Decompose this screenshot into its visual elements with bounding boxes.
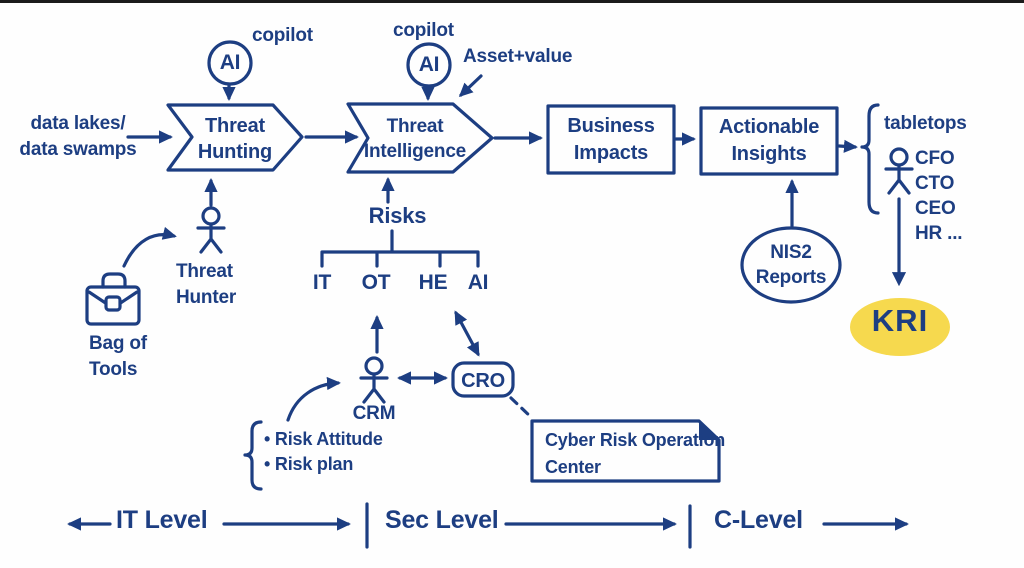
nis2-ellipse: [740, 226, 842, 304]
executive-hr: HR ...: [915, 223, 963, 244]
risk-list-brace: [243, 420, 263, 491]
bag-of-tools-label: Bag of Tools: [89, 333, 147, 380]
ai-badge-2: AI: [418, 53, 440, 76]
croc-note-fold: [699, 421, 719, 440]
croc-label: Cyber Risk Operation Center: [545, 430, 726, 477]
business-impacts-box: [546, 104, 676, 175]
business-impacts-label: Business Impacts: [567, 115, 655, 164]
crm-person-icon: [359, 356, 389, 404]
risk-category-it: IT: [312, 271, 332, 294]
sec-level-label: Sec Level: [385, 506, 499, 534]
executives-list: CFO CTO CEO HR ...: [915, 146, 963, 246]
risk-category-ot: OT: [361, 271, 391, 294]
executive-cfo: CFO: [915, 148, 955, 169]
cro-croc-dashed-link: [509, 396, 534, 420]
copilot-label-2: copilot: [393, 20, 454, 41]
threat-hunting-chevron: [166, 103, 304, 172]
tabletops-brace: [860, 103, 880, 215]
executive-person-icon: [884, 147, 914, 195]
risk-list-item-attitude: • Risk Attitude: [264, 429, 383, 449]
threat-hunting-label: Threat Hunting: [197, 115, 273, 163]
copilot-label-1: copilot: [252, 25, 313, 46]
arrow-actionable-to-tabletops: [837, 139, 858, 153]
actionable-insights-label: Actionable Insights: [718, 116, 820, 165]
risk-category-he: HE: [418, 271, 448, 294]
threat-hunter-person-icon: [196, 206, 226, 254]
ai-badge-1: AI: [219, 51, 241, 74]
it-level-label: IT Level: [116, 506, 208, 534]
risk-category-ai: AI: [467, 271, 489, 294]
executive-cto: CTO: [915, 173, 955, 194]
arrow-cro-risks-bidirectional: [454, 310, 480, 357]
cro-box: [451, 361, 515, 398]
tabletops-label: tabletops: [884, 113, 967, 134]
nis2-reports-label: NIS2 Reports: [755, 242, 827, 288]
kri-ellipse: [850, 298, 950, 356]
crm-label: CRM: [352, 403, 396, 424]
risk-list: • Risk Attitude • Risk plan: [264, 427, 383, 477]
arrow-bag-to-hunter: [122, 226, 177, 268]
asset-value-label: Asset+value: [463, 46, 573, 67]
threat-hunter-label: Threat Hunter: [176, 261, 237, 308]
data-lakes-label: data lakes/ data swamps: [19, 113, 137, 160]
cro-label: CRO: [461, 370, 505, 392]
level-axis: [67, 502, 909, 549]
c-level-label: C-Level: [714, 506, 803, 534]
risk-list-item-plan: • Risk plan: [264, 454, 354, 474]
executive-ceo: CEO: [915, 198, 956, 219]
croc-note-shape: [530, 419, 721, 483]
risks-tree-branches: [320, 250, 480, 268]
risks-label: Risks: [368, 203, 427, 228]
bag-of-tools-icon: [85, 272, 141, 326]
actionable-insights-box: [699, 106, 839, 176]
kri-label: KRI: [871, 303, 929, 338]
video-frame-edge: [0, 0, 1024, 3]
threat-intelligence-label: Threat Intelligence: [363, 116, 467, 162]
threat-intelligence-chevron: [346, 102, 494, 174]
arrow-assetvalue-to-intel: [458, 74, 483, 98]
arrow-risklist-to-crm: [286, 376, 341, 422]
